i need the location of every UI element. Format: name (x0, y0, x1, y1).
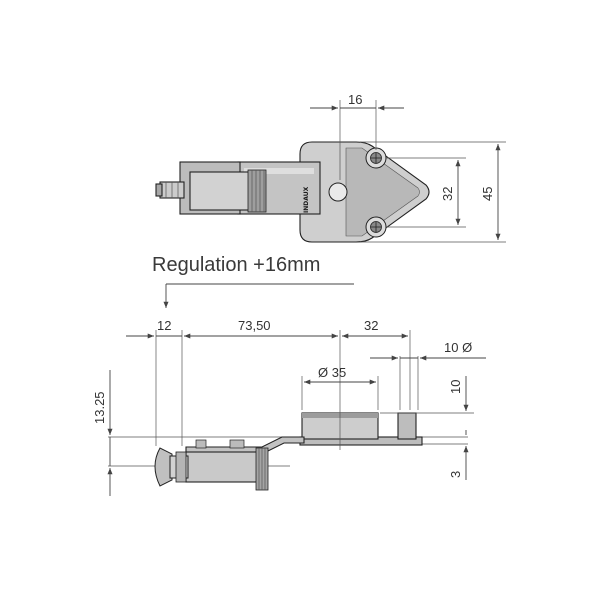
svg-text:12: 12 (157, 318, 171, 333)
side-knurl-ring (255, 447, 269, 491)
dim-top-height: 45 (360, 141, 506, 243)
top-screw-hole-lower (365, 216, 387, 238)
dim-side-height: 13.25 (92, 370, 113, 496)
svg-text:32: 32 (364, 318, 378, 333)
side-dowel-pin (397, 412, 417, 440)
top-screw-hole-upper (365, 147, 387, 169)
dim-top-hole-spacing: 32 (386, 157, 466, 228)
top-arm-highlight (244, 168, 314, 174)
svg-text:45: 45 (480, 187, 495, 201)
dim-side-length: 73,50 (184, 318, 338, 339)
side-view: 12 73,50 32 10 Ø Ø 35 10 (92, 318, 486, 496)
dim-side-pin-diameter: 10 Ø (370, 340, 486, 361)
dim-side-cup-diameter: Ø 35 (304, 365, 376, 385)
svg-text:13.25: 13.25 (92, 391, 107, 424)
top-view: INDAUX 16 32 (155, 92, 506, 243)
brand-mark: INDAUX (303, 186, 310, 213)
top-screw-head (155, 183, 163, 197)
regulation-label: Regulation +16mm (152, 254, 320, 276)
dim-side-spacing: 32 (342, 318, 408, 339)
svg-text:73,50: 73,50 (238, 318, 271, 333)
top-plate-inner (345, 147, 420, 237)
top-knurl-ring (247, 169, 267, 213)
svg-text:16: 16 (348, 92, 362, 107)
svg-text:10 Ø: 10 Ø (444, 340, 472, 355)
svg-text:32: 32 (440, 187, 455, 201)
regulation-callout: Regulation +16mm (152, 254, 354, 308)
dim-side-plate-thickness: 3 (448, 430, 469, 480)
svg-text:3: 3 (448, 471, 463, 478)
dim-side-offset: 12 (126, 318, 182, 339)
svg-text:Ø 35: Ø 35 (318, 365, 346, 380)
top-pivot-hole (328, 182, 348, 202)
side-body-cylinder (185, 451, 259, 483)
side-screw-head (154, 447, 189, 487)
svg-text:10: 10 (448, 380, 463, 394)
dim-side-cup-depth: 10 (380, 376, 474, 414)
